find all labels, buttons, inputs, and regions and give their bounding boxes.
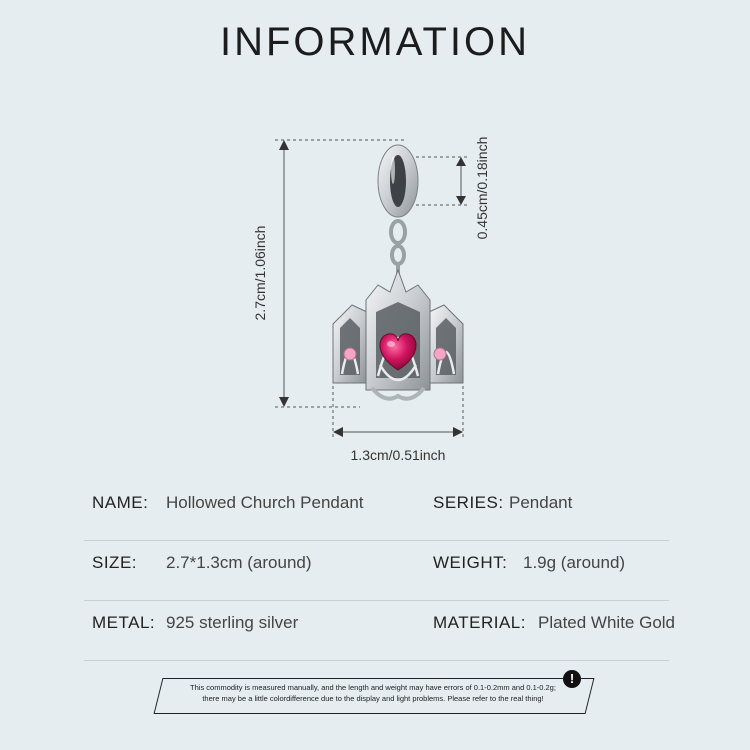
page-title: INFORMATION	[219, 20, 530, 64]
material-label: MATERIAL:	[433, 613, 526, 632]
metal-value: 925 sterling silver	[166, 613, 299, 632]
church-body	[332, 268, 464, 401]
spec-row-metal-material: METAL: 925 sterling silver MATERIAL: Pla…	[84, 600, 675, 661]
metal-label: METAL:	[92, 613, 156, 632]
left-side-gem	[343, 347, 357, 361]
weight-value: 1.9g (around)	[523, 553, 626, 572]
weight-label: WEIGHT:	[433, 553, 508, 572]
size-value: 2.7*1.3cm (around)	[166, 553, 312, 572]
warning-icon: !	[563, 670, 581, 688]
size-label: SIZE:	[92, 553, 138, 572]
series-value: Pendant	[509, 493, 573, 512]
disclaimer-line-1: This commodity is measured manually, and…	[190, 683, 556, 692]
width-dimension-label: 1.3cm/0.51inch	[350, 447, 446, 463]
spec-row-size-weight: SIZE: 2.7*1.3cm (around) WEIGHT: 1.9g (a…	[84, 540, 669, 601]
series-label: SERIES:	[433, 493, 504, 512]
loop-dimension-label: 0.45cm/0.18inch	[474, 136, 490, 240]
material-value: Plated White Gold	[538, 613, 676, 632]
pendant-illustration	[275, 139, 470, 438]
pendant-bail	[377, 144, 419, 218]
dimension-lines	[275, 139, 470, 438]
name-value: Hollowed Church Pendant	[166, 493, 364, 512]
right-side-gem	[433, 347, 447, 361]
height-dimension-label: 2.7cm/1.06inch	[252, 225, 268, 321]
disclaimer-text: This commodity is measured manually, and…	[158, 682, 588, 704]
name-label: NAME:	[92, 493, 149, 512]
spec-row-name-series: NAME: Hollowed Church Pendant SERIES: Pe…	[84, 480, 669, 541]
dimension-arrowheads	[279, 140, 466, 437]
product-figure: 2.7cm/1.06inch 0.45cm/0.18inch 1.3cm/0.5…	[252, 136, 490, 463]
disclaimer-line-2: there may be a little colordifference du…	[202, 694, 544, 703]
